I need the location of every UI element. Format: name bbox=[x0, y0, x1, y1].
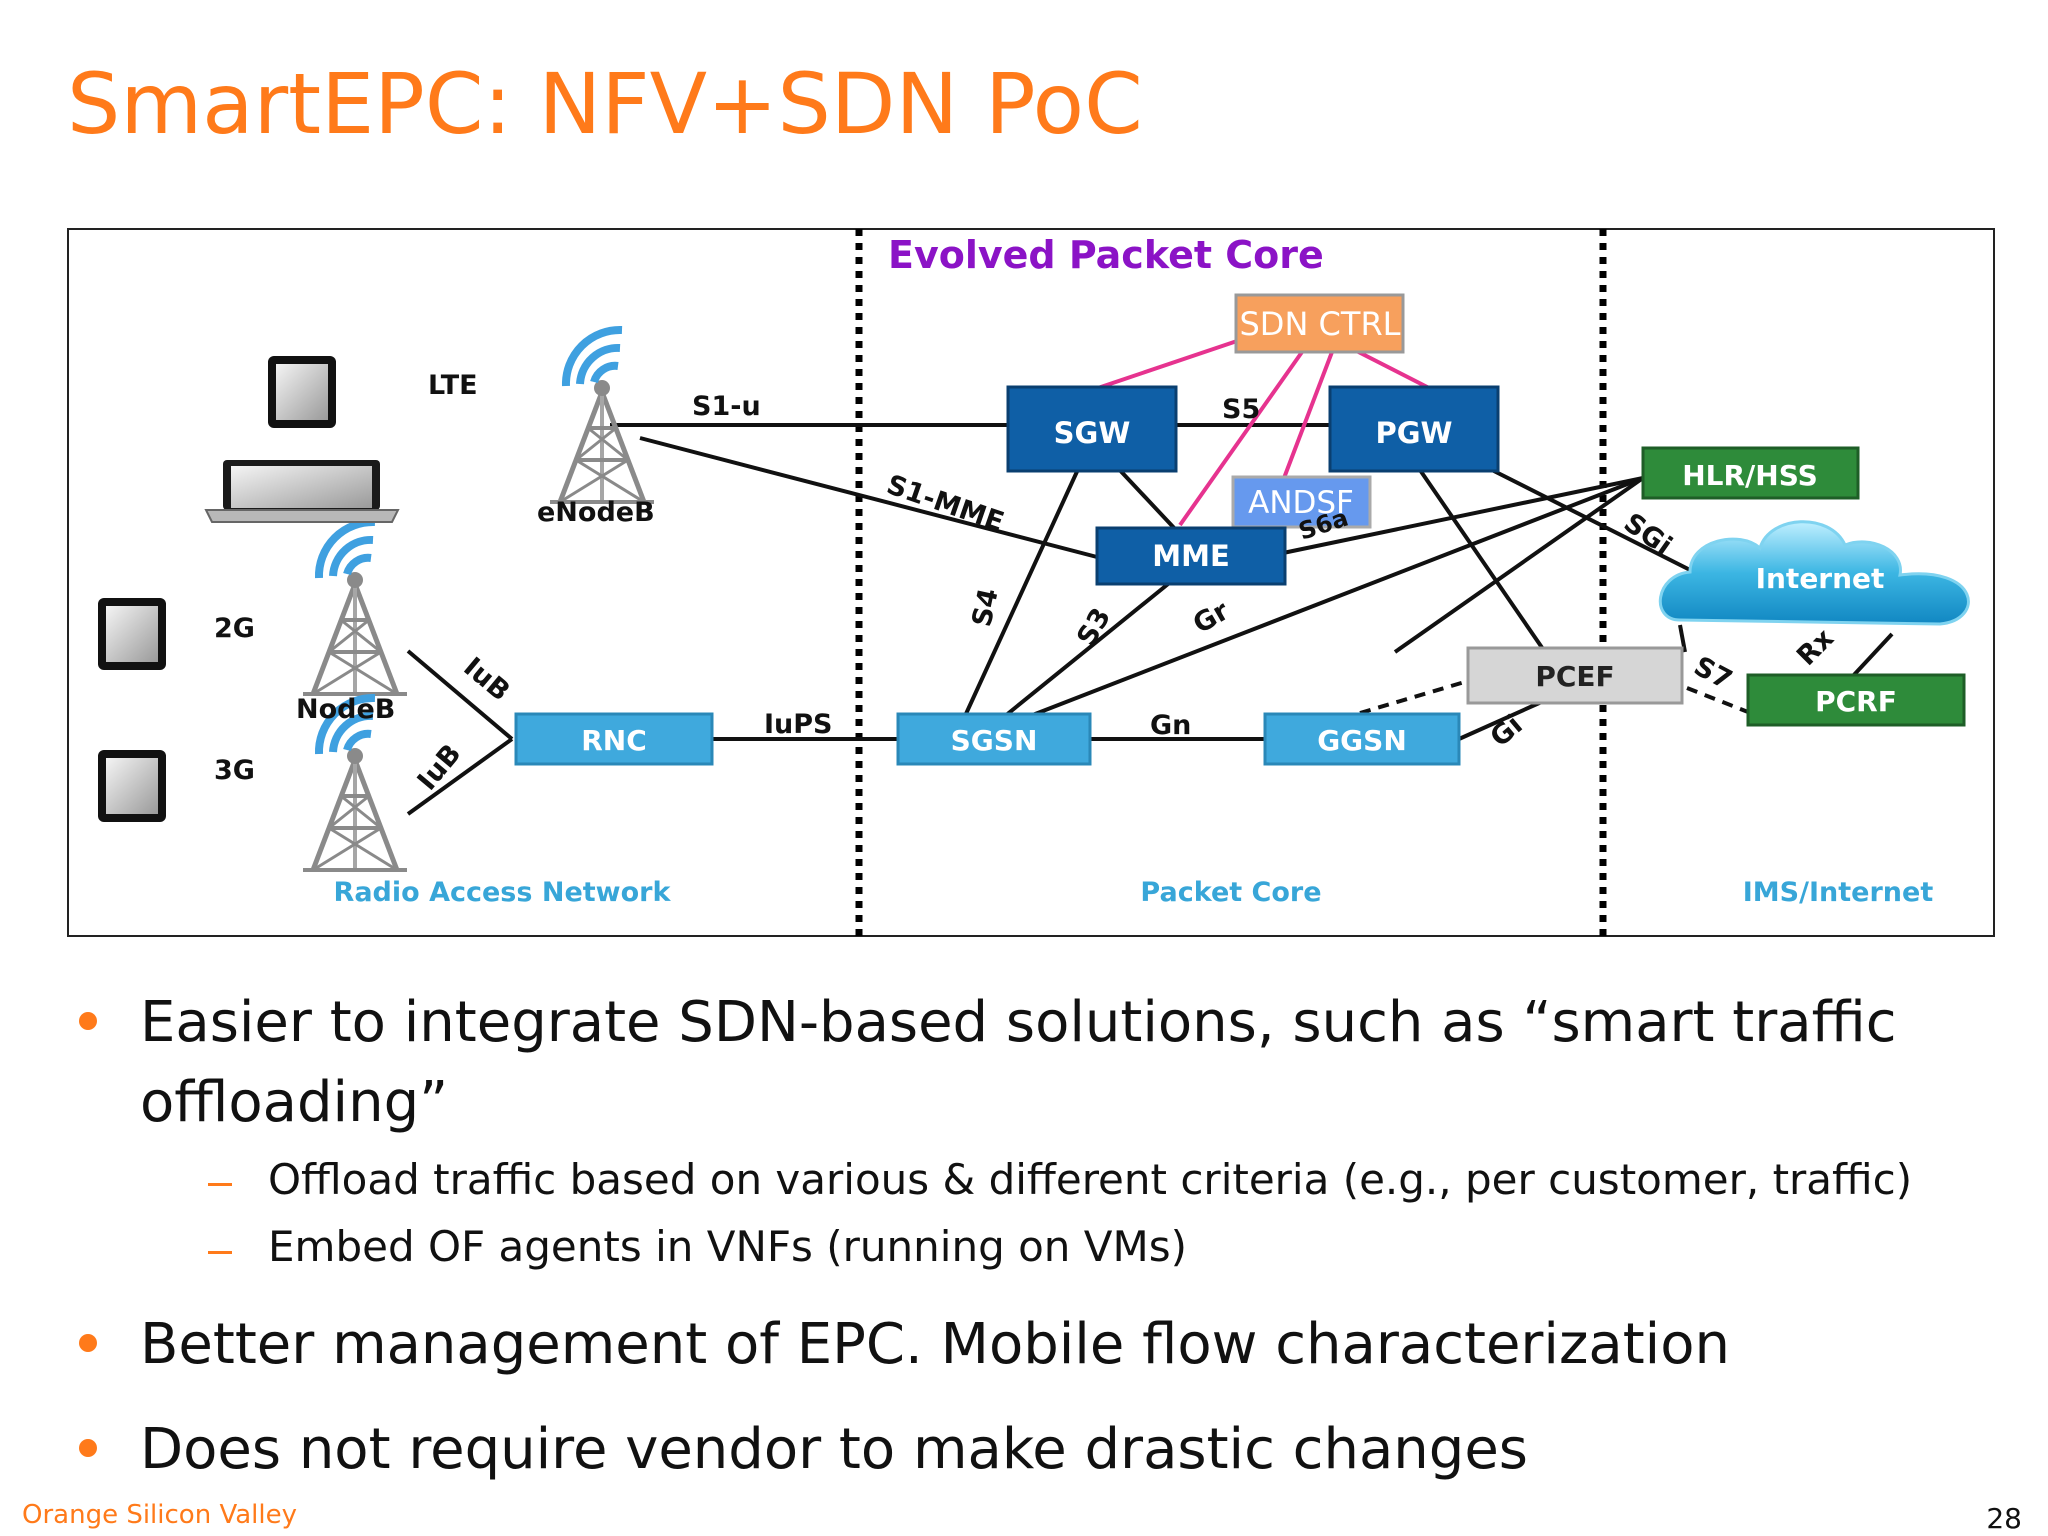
dashed-links bbox=[1359, 679, 1749, 715]
rnc-node: RNC bbox=[514, 712, 714, 766]
tablet-icon-3g bbox=[98, 750, 166, 822]
radio-label-2g: 2G bbox=[214, 613, 255, 644]
interface-label-gn: Gn bbox=[1150, 710, 1191, 741]
footer-org: Orange Silicon Valley bbox=[22, 1500, 297, 1530]
interface-label-iub-lower: IuB bbox=[412, 738, 468, 796]
bullet-2: Better management of EPC. Mobile flow ch… bbox=[140, 1312, 1730, 1377]
sgsn-label: SGSN bbox=[951, 724, 1038, 757]
rnc-label: RNC bbox=[581, 724, 647, 757]
pcef-label: PCEF bbox=[1535, 660, 1614, 693]
andsf-label: ANDSF bbox=[1248, 485, 1354, 521]
internet-label: Internet bbox=[1756, 562, 1885, 595]
section-label-ran: Radio Access Network bbox=[334, 877, 672, 908]
nodeb-2g-tower-icon bbox=[303, 522, 407, 694]
diagram-frame bbox=[67, 228, 1995, 937]
interface-label-gr: Gr bbox=[1188, 595, 1235, 640]
bullet-dot-2 bbox=[79, 1334, 97, 1352]
interface-label-s4: S4 bbox=[967, 586, 1005, 630]
ggsn-node: GGSN bbox=[1263, 712, 1461, 766]
sgw-label: SGW bbox=[1054, 416, 1131, 450]
internet-cloud: Internet bbox=[1658, 520, 1970, 626]
sgw-node: SGW bbox=[1006, 385, 1178, 473]
bullet-dot-3 bbox=[79, 1439, 97, 1457]
interface-label-s3: S3 bbox=[1071, 603, 1117, 652]
hlr-hss-node: HLR/HSS bbox=[1641, 446, 1860, 500]
pgw-node: PGW bbox=[1328, 385, 1500, 473]
interface-label-iups: IuPS bbox=[764, 709, 833, 740]
sub-bullet-2: Embed OF agents in VNFs (running on VMs) bbox=[268, 1222, 1187, 1271]
pcef-node: PCEF bbox=[1466, 646, 1684, 705]
mme-label: MME bbox=[1152, 539, 1230, 573]
interface-label-s1mme: S1-MME bbox=[883, 469, 1008, 538]
tablet-icon-2g bbox=[98, 598, 166, 670]
bullet-1-line-2: offloading” bbox=[140, 1070, 449, 1135]
slide-title: SmartEPC: NFV+SDN PoC bbox=[67, 55, 1143, 153]
tablet-icon-lte bbox=[268, 356, 336, 428]
pcrf-label: PCRF bbox=[1815, 685, 1897, 718]
sdn-control-links bbox=[1091, 338, 1434, 527]
section-label-ims: IMS/Internet bbox=[1743, 877, 1934, 908]
bullet-dot-1 bbox=[79, 1012, 97, 1030]
pgw-label: PGW bbox=[1375, 416, 1452, 450]
sub-bullet-dash-2 bbox=[208, 1251, 232, 1254]
page-number: 28 bbox=[1986, 1502, 2022, 1535]
andsf-node: ANDSF bbox=[1231, 475, 1372, 529]
section-label-core: Packet Core bbox=[1140, 877, 1321, 908]
hlr-hss-label: HLR/HSS bbox=[1682, 459, 1818, 492]
interface-label-s5: S5 bbox=[1222, 394, 1260, 425]
bullet-1-line-1: Easier to integrate SDN-based solutions,… bbox=[140, 990, 1897, 1055]
network-links bbox=[406, 423, 1894, 816]
sub-bullet-1: Offload traffic based on various & diffe… bbox=[268, 1155, 1913, 1204]
diagram-header: Evolved Packet Core bbox=[888, 233, 1324, 277]
interface-label-sgi: SGi bbox=[1618, 507, 1677, 562]
bullet-3: Does not require vendor to make drastic … bbox=[140, 1417, 1528, 1482]
pcrf-node: PCRF bbox=[1746, 673, 1966, 727]
interface-label-s1u: S1-u bbox=[692, 391, 761, 422]
nodeb-label: NodeB bbox=[296, 694, 395, 725]
radio-label-3g: 3G bbox=[214, 755, 255, 786]
interface-label-s7: S7 bbox=[1689, 651, 1737, 696]
mme-node: MME bbox=[1095, 526, 1287, 586]
laptop-icon bbox=[204, 460, 400, 523]
sdn-ctrl-label: SDN CTRL bbox=[1239, 305, 1400, 343]
sgsn-node: SGSN bbox=[896, 712, 1092, 766]
radio-label-lte: LTE bbox=[428, 370, 478, 401]
interface-label-rx: Rx bbox=[1791, 623, 1840, 672]
enodeb-label: eNodeB bbox=[537, 497, 655, 528]
sdn-ctrl-node: SDN CTRL bbox=[1234, 293, 1405, 354]
ggsn-label: GGSN bbox=[1317, 724, 1407, 757]
interface-label-gi: Gi bbox=[1485, 709, 1529, 753]
sub-bullet-dash-1 bbox=[208, 1183, 232, 1186]
enodeb-tower-icon bbox=[550, 330, 654, 502]
